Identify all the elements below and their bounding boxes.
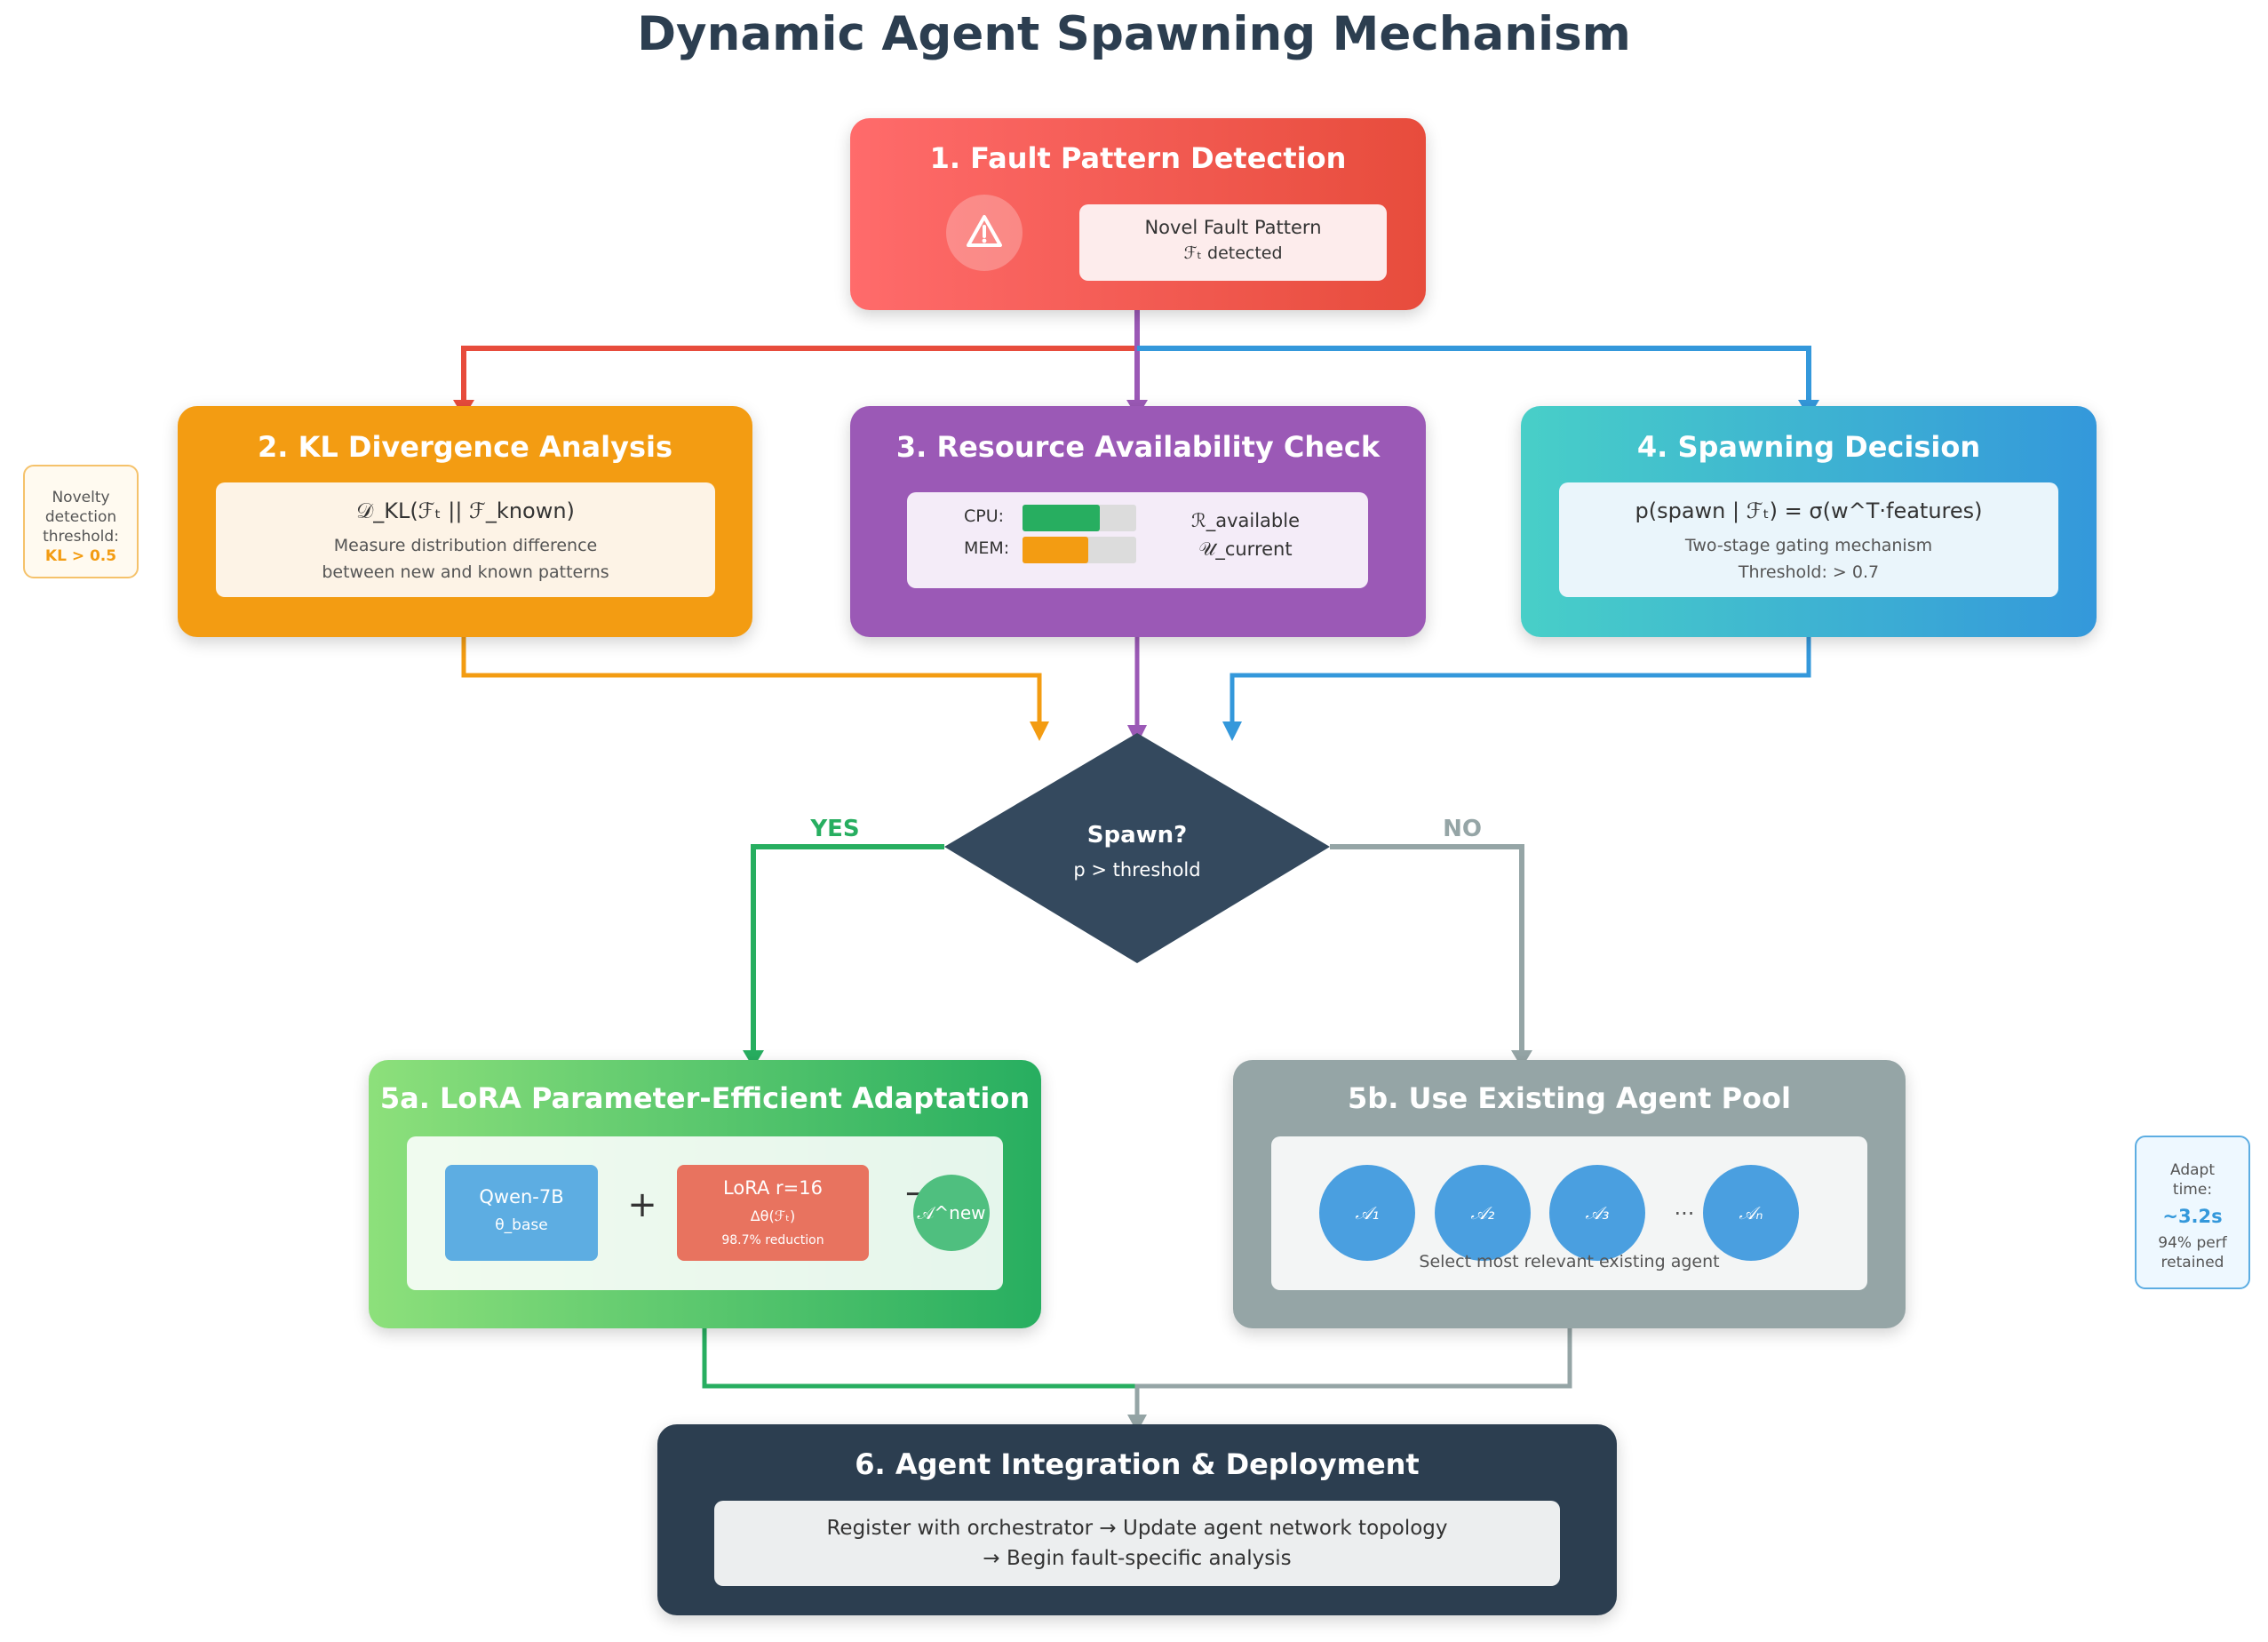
decision-label: Spawn? p > threshold [1048, 822, 1226, 881]
agent-label-n: 𝒜ₙ [1739, 1202, 1763, 1224]
mem-bar [1023, 537, 1136, 563]
base-model-param: θ_base [495, 1216, 548, 1234]
arrowhead-kl-diamond [1030, 721, 1049, 741]
page-title: Dynamic Agent Spawning Mechanism [637, 7, 1631, 61]
lora-rank: LoRA r=16 [723, 1177, 823, 1199]
adapt-note-line2: time: [2172, 1181, 2213, 1199]
spawning-decision-title: 4. Spawning Decision [1636, 430, 1981, 464]
spawn-formula: p(spawn | ℱₜ) = σ(w^T·features) [1635, 498, 1983, 523]
fault-pattern-card: Novel Fault Pattern ℱₜ detected [1079, 204, 1387, 281]
yes-label: YES [810, 816, 860, 842]
spawn-desc-line2: Threshold: > 0.7 [1738, 562, 1880, 582]
connector-fault-to-kl [461, 310, 1140, 407]
pool-caption: Select most relevant existing agent [1419, 1252, 1720, 1271]
lora-reduction: 98.7% reduction [721, 1233, 824, 1247]
integration-box: 6. Agent Integration & Deployment Regist… [657, 1424, 1617, 1615]
adapt-time-note: Adapt time: ~3.2s 94% perf retained [2135, 1136, 2250, 1289]
decision-subtitle: p > threshold [1073, 859, 1201, 881]
resource-available: ℛ_available [1190, 510, 1301, 531]
lora-title: 5a. LoRA Parameter-Efficient Adaptation [379, 1081, 1031, 1115]
resource-check-title: 3. Resource Availability Check [895, 430, 1381, 464]
agent-label-2: 𝒜₂ [1470, 1202, 1495, 1224]
agent-label-3: 𝒜₃ [1585, 1202, 1610, 1224]
integration-title: 6. Agent Integration & Deployment [855, 1447, 1420, 1481]
connector-spawn-to-diamond [1229, 637, 1811, 729]
agent-circle-3: 𝒜₃ [1549, 1165, 1645, 1261]
lora-block: LoRA r=16 Δθ(ℱₜ) 98.7% reduction [677, 1165, 869, 1261]
adapt-note-line3: 94% perf [2158, 1234, 2227, 1252]
kl-divergence-card: 𝒟_KL(ℱₜ || ℱ_known) Measure distribution… [216, 482, 715, 597]
novelty-note-line3: threshold: [43, 528, 119, 546]
kl-desc-line1: Measure distribution difference [333, 536, 598, 555]
new-agent-circle: 𝒜^new [913, 1175, 990, 1251]
base-model-name: Qwen-7B [479, 1186, 564, 1208]
arrowhead-spawn-diamond [1222, 721, 1242, 741]
spawning-decision-box: 4. Spawning Decision p(spawn | ℱₜ) = σ(w… [1521, 406, 2097, 637]
plus-sign: + [627, 1184, 657, 1225]
integration-line1: Register with orchestrator → Update agen… [826, 1517, 1448, 1540]
adapt-note-line4: retained [2161, 1254, 2224, 1271]
resource-check-box: 3. Resource Availability Check CPU: MEM:… [850, 406, 1426, 637]
lora-param: Δθ(ℱₜ) [750, 1208, 796, 1224]
novelty-note-line1: Novelty [52, 489, 110, 506]
agent-circle-1: 𝒜₁ [1319, 1165, 1415, 1261]
novelty-note-line2: detection [44, 508, 117, 526]
kl-formula: 𝒟_KL(ℱₜ || ℱ_known) [356, 498, 575, 523]
novelty-note-value: KL > 0.5 [44, 547, 117, 565]
cpu-bar [1023, 505, 1136, 531]
arrowhead-yes [743, 1050, 764, 1068]
arrowhead-no [1511, 1050, 1532, 1068]
decision-title: Spawn? [1086, 822, 1188, 849]
warning-icon [946, 195, 1023, 271]
integration-card: Register with orchestrator → Update agen… [714, 1501, 1560, 1586]
fault-detection-title: 1. Fault Pattern Detection [929, 141, 1347, 175]
connector-fault-to-decision [1137, 346, 1811, 407]
kl-divergence-title: 2. KL Divergence Analysis [258, 430, 672, 464]
new-agent-label: 𝒜^new [917, 1202, 986, 1224]
connector-lora-to-integration [702, 1328, 1137, 1389]
cpu-label: CPU: [964, 506, 1005, 526]
adapt-note-value: ~3.2s [2162, 1206, 2223, 1227]
connector-no-branch [1330, 844, 1524, 1056]
fault-detection-box: 1. Fault Pattern Detection Novel Fault P… [850, 118, 1426, 310]
cpu-bar-fill [1023, 505, 1101, 531]
lora-card: Qwen-7B θ_base + LoRA r=16 Δθ(ℱₜ) 98.7% … [407, 1136, 1003, 1290]
connector-pool-to-integration [1134, 1328, 1572, 1420]
fault-pattern-detected: ℱₜ detected [1183, 243, 1283, 263]
base-model-block: Qwen-7B θ_base [445, 1165, 598, 1261]
integration-line2: → Begin fault-specific analysis [983, 1547, 1292, 1570]
agent-label-1: 𝒜₁ [1355, 1202, 1380, 1224]
mem-bar-fill [1023, 537, 1089, 563]
existing-pool-box: 5b. Use Existing Agent Pool 𝒜₁ 𝒜₂ 𝒜₃ ...… [1233, 1060, 1906, 1328]
agent-ellipsis: ... [1674, 1195, 1695, 1220]
agent-circle-n: 𝒜ₙ [1703, 1165, 1799, 1261]
spawn-desc-line1: Two-stage gating mechanism [1684, 536, 1933, 555]
no-label: NO [1443, 816, 1482, 842]
connector-yes-branch [751, 844, 944, 1056]
connector-kl-to-diamond [461, 637, 1042, 729]
agent-circle-2: 𝒜₂ [1435, 1165, 1531, 1261]
decision-diamond [944, 733, 1330, 963]
novelty-threshold-note: Novelty detection threshold: KL > 0.5 [23, 465, 139, 578]
existing-pool-title: 5b. Use Existing Agent Pool [1348, 1081, 1791, 1115]
mem-label: MEM: [964, 538, 1010, 558]
spawning-card: p(spawn | ℱₜ) = σ(w^T·features) Two-stag… [1559, 482, 2058, 597]
resource-card: CPU: MEM: ℛ_available 𝒰_current [907, 492, 1368, 588]
lora-box: 5a. LoRA Parameter-Efficient Adaptation … [369, 1060, 1041, 1328]
fault-pattern-label: Novel Fault Pattern [1144, 217, 1322, 238]
kl-divergence-box: 2. KL Divergence Analysis 𝒟_KL(ℱₜ || ℱ_k… [178, 406, 752, 637]
arrowhead-integration [1127, 1415, 1147, 1432]
adapt-note-line1: Adapt [2170, 1161, 2215, 1179]
kl-desc-line2: between new and known patterns [322, 562, 609, 582]
agent-pool-card: 𝒜₁ 𝒜₂ 𝒜₃ ... 𝒜ₙ Select most relevant exi… [1271, 1136, 1867, 1290]
resource-current: 𝒰_current [1198, 538, 1293, 560]
